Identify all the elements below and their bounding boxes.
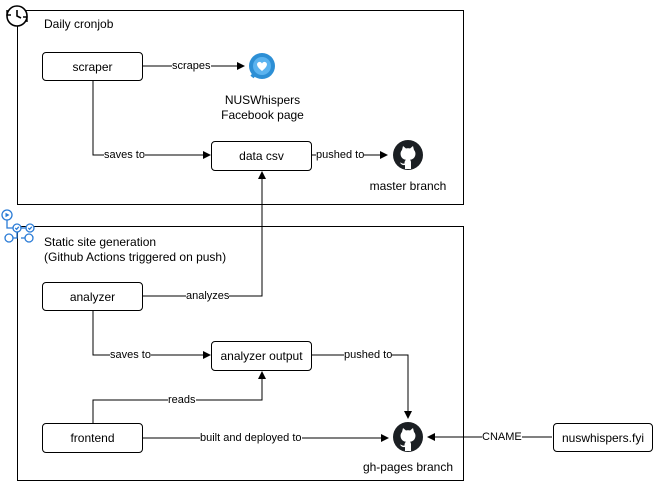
scraper-node[interactable]: scraper (42, 52, 143, 81)
data-csv-node[interactable]: data csv (211, 141, 312, 171)
frontend-node[interactable]: frontend (42, 423, 143, 453)
github-icon (393, 140, 423, 170)
domain-node[interactable]: nuswhispers.fyi (553, 423, 653, 452)
edge-label-scrapes: scrapes (172, 60, 211, 73)
analyzer-node[interactable]: analyzer (42, 282, 143, 311)
analyzer-output-node[interactable]: analyzer output (211, 341, 312, 371)
static-site-group-title: Static site generation (Github Actions t… (44, 235, 227, 264)
edge-saves-to-2 (92, 310, 211, 359)
workflow-icon (1, 209, 35, 243)
cronjob-group (17, 10, 464, 205)
edge-label-reads: reads (168, 394, 196, 407)
edge-label-pushed-to-2: pushed to (344, 349, 393, 362)
edge-analyzes (143, 171, 266, 297)
edge-label-cname: CNAME (482, 431, 522, 444)
edge-label-built-deployed: built and deployed to (200, 432, 302, 445)
github-icon (393, 422, 423, 452)
facebook-heart-icon (249, 53, 275, 79)
master-branch-caption: master branch (369, 179, 447, 193)
cronjob-group-title: Daily cronjob (44, 17, 114, 31)
edge-label-saves-to-1: saves to (104, 149, 145, 162)
edge-label-analyzes: analyzes (186, 290, 230, 303)
facebook-page-caption: NUSWhispers Facebook page (221, 93, 304, 122)
edge-pushed-to-2 (312, 354, 412, 419)
edge-label-pushed-to-1: pushed to (316, 149, 365, 162)
edge-label-saves-to-2: saves to (110, 349, 151, 362)
gh-pages-branch-caption: gh-pages branch (362, 460, 454, 474)
clock-sync-icon (6, 5, 28, 27)
edge-saves-to-1 (92, 80, 211, 159)
